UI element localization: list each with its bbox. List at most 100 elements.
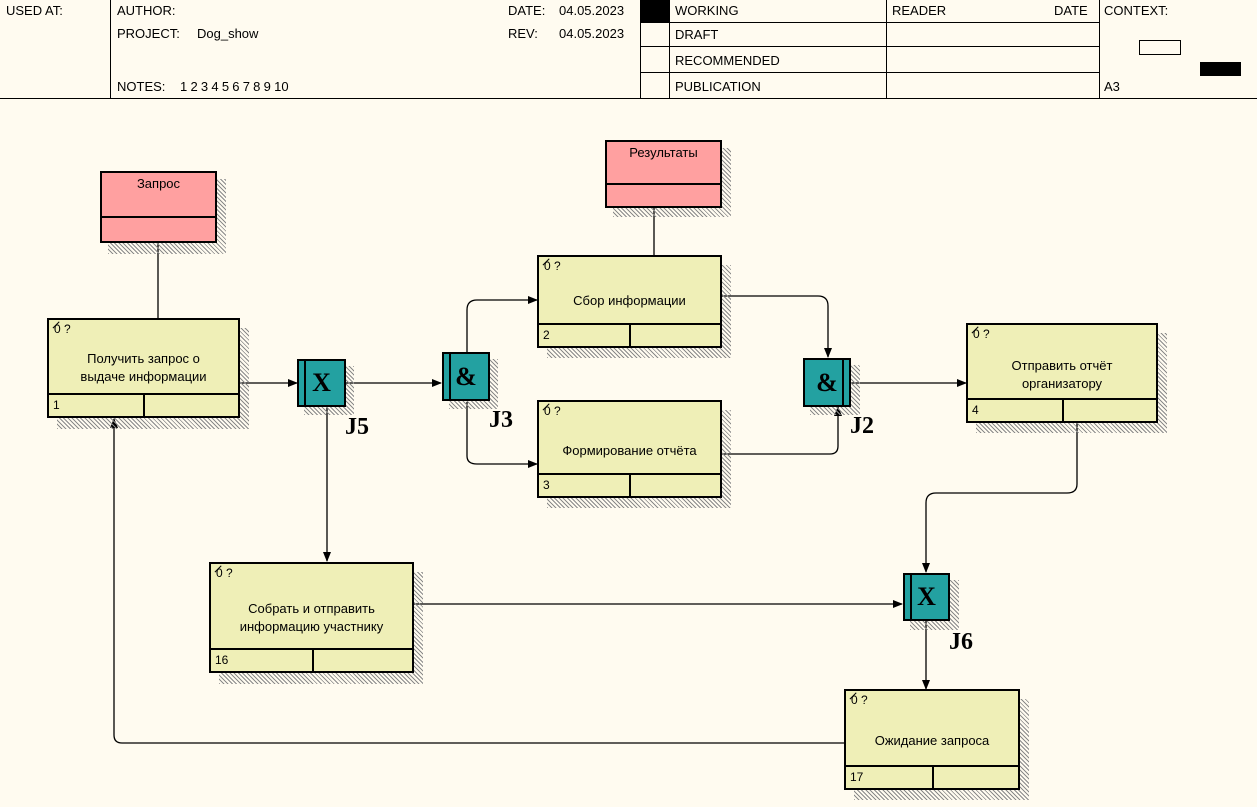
project-label: PROJECT: [117,26,180,41]
status-working: WORKING [675,3,739,18]
arrow-activity-2-to-j2 [720,295,832,358]
sheet-size: A3 [1104,79,1120,94]
diagram-header: USED AT: AUTHOR: PROJECT: Dog_show NOTES… [0,0,1257,99]
notes-numbers: 1 2 3 4 5 6 7 8 9 10 [180,79,289,94]
header-row-line [640,72,1099,73]
reader-label: READER [892,3,947,18]
footer-divider [629,475,631,496]
junction-j3[interactable]: & [442,352,490,401]
activity-code: 0 ? [544,404,561,418]
junction-j5-label: J5 [345,414,369,440]
arrow-j3-to-activity-2 [466,296,538,358]
header-divider [640,0,641,98]
junction-j2-label: J2 [850,413,874,439]
activity-label-line: Собрать и отправить [248,601,375,616]
header-divider [110,0,111,98]
reader-date-label: DATE [1054,3,1088,18]
junction-j3-label: J3 [489,407,513,433]
activity-send-report[interactable]: 0 ? Отправить отчёт организатору 4 [965,320,1158,423]
activity-footer: 16 [211,648,412,671]
activity-footer: 4 [968,398,1156,421]
activity-label: Получить запрос о выдаче информации [53,350,234,386]
activity-label-line: Сбор информации [573,293,686,308]
status-draft: DRAFT [675,27,719,42]
junction-j2[interactable]: & [803,358,851,407]
activity-label-line: Формирование отчёта [562,443,697,458]
activity-number: 1 [53,398,60,412]
project-name: Dog_show [197,26,259,41]
header-divider [1099,0,1100,98]
activity-label-line: организатору [1021,376,1103,391]
activity-code: 0 ? [216,566,233,580]
junction-j6[interactable]: X [903,573,950,621]
activity-number: 4 [972,403,979,417]
activity-code: 0 ? [54,322,71,336]
activity-footer: 17 [846,765,1018,788]
activity-label: Собрать и отправить информацию участнику [215,600,408,636]
junction-j6-label: J6 [949,629,973,655]
entity-separator [607,183,720,185]
activity-send-info-to-participant[interactable]: 0 ? Собрать и отправить информацию участ… [208,559,414,673]
footer-divider [312,650,314,671]
rev-label: REV: [508,26,538,41]
activity-number: 3 [543,478,550,492]
footer-divider [932,767,934,788]
activity-label: Сбор информации [543,292,716,310]
entity-results-title: Результаты [629,145,698,160]
activity-number: 16 [215,653,229,667]
junction-bar [910,575,912,619]
footer-divider [1062,400,1064,421]
activity-label: Ожидание запроса [850,732,1014,750]
activity-label: Отправить отчёт организатору [972,357,1152,393]
activity-label-line: Отправить отчёт [1011,358,1113,373]
entity-query-title: Запрос [136,176,181,191]
footer-divider [143,395,145,416]
activity-collect-information[interactable]: 0 ? Сбор информации 2 [536,252,722,348]
activity-label-line: выдаче информации [80,369,207,384]
working-status-marker [641,0,669,22]
footer-divider [629,325,631,346]
header-row-line [640,46,1099,47]
junction-and-symbol: & [816,367,838,397]
activity-label-line: Ожидание запроса [874,733,990,748]
activity-footer: 1 [49,393,238,416]
context-current-box [1200,62,1241,76]
junction-and-symbol: & [455,361,477,391]
activity-footer: 2 [539,323,720,346]
activity-code: 0 ? [973,327,990,341]
activity-code: 0 ? [544,259,561,273]
header-divider [886,0,887,98]
context-parent-box [1139,40,1181,55]
status-recommended: RECOMMENDED [675,53,780,68]
date-label: DATE: [508,3,546,18]
entity-query[interactable]: Запрос [100,171,217,243]
arrow-activity-4-to-j6 [922,422,1078,573]
notes-label: NOTES: [117,79,166,94]
junction-bar [449,354,451,399]
status-publication: PUBLICATION [675,79,761,94]
junction-xor-symbol: X [917,582,936,611]
date-value: 04.05.2023 [559,3,625,18]
activity-wait-for-request[interactable]: 0 ? Ожидание запроса 17 [843,686,1020,790]
used-at-label: USED AT: [6,3,63,18]
junction-bar [842,360,844,405]
entity-separator [102,216,215,218]
activity-code: 0 ? [851,693,868,707]
context-label: CONTEXT: [1104,3,1169,18]
junction-bar [304,361,306,405]
rev-value: 04.05.2023 [559,26,625,41]
junction-j5[interactable]: X [297,359,346,407]
header-divider [669,0,670,98]
activity-form-report[interactable]: 0 ? Формирование отчёта 3 [536,397,722,498]
activity-footer: 3 [539,473,720,496]
header-row-line [640,22,1099,23]
activity-number: 2 [543,328,550,342]
junction-xor-symbol: X [312,368,331,397]
entity-results[interactable]: Результаты [605,140,722,208]
activity-receive-request[interactable]: 0 ? Получить запрос о выдаче информации … [46,315,240,418]
activity-label-line: информацию участнику [239,619,384,634]
activity-number: 17 [850,770,864,784]
activity-label-line: Получить запрос о [87,351,200,366]
activity-label: Формирование отчёта [543,442,716,460]
author-label: AUTHOR: [117,3,176,18]
